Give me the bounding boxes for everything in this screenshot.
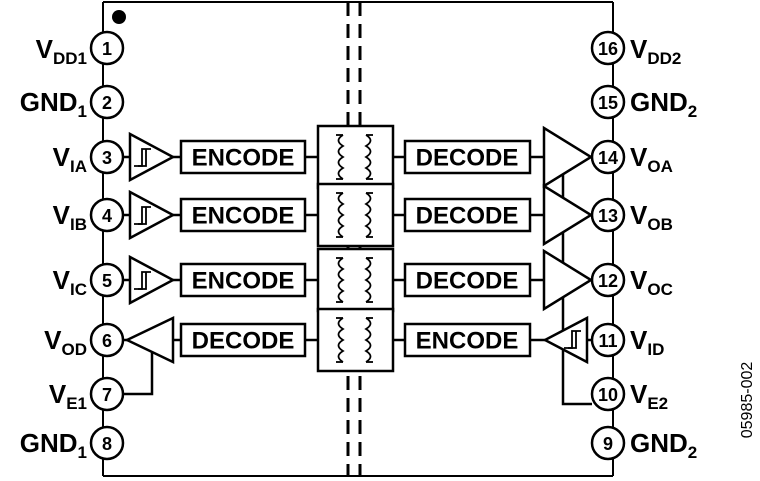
pin-label-vib: VIB <box>53 200 87 234</box>
pin-label-gnd2: GND2 <box>630 428 697 462</box>
transformer-coil <box>364 134 372 180</box>
pin-number: 15 <box>598 93 618 113</box>
pin-number: 5 <box>102 271 112 291</box>
schmitt-buffer-c <box>128 254 176 306</box>
pin-number: 11 <box>598 331 617 351</box>
codec-blocks <box>179 139 532 358</box>
pin-label-via: VIA <box>53 142 87 176</box>
right-block-label: ENCODE <box>416 328 519 355</box>
transformer-coil <box>364 317 372 363</box>
pin-label-gnd1: GND1 <box>20 87 87 121</box>
pin-10-circle <box>590 376 626 412</box>
pin-number: 6 <box>102 331 112 351</box>
schmitt-buffer-b <box>128 189 176 241</box>
pin-15-circle <box>590 84 626 120</box>
input-buffers-left <box>128 131 176 306</box>
left-block-a <box>179 139 307 175</box>
right-block-a <box>403 139 532 175</box>
pin-number: 7 <box>102 385 112 405</box>
left-block-c <box>179 262 307 298</box>
left-block-label: ENCODE <box>192 145 295 172</box>
transformer-box <box>316 247 395 313</box>
pin-number: 1 <box>102 39 112 59</box>
pin-16-circle <box>590 30 626 66</box>
output-buffer-a <box>542 125 594 189</box>
transformer-coil <box>337 134 345 180</box>
transformer-stack <box>316 124 395 373</box>
pin-label-ve1: VE1 <box>49 379 87 413</box>
pin-label-vod: VOD <box>44 325 87 359</box>
output-buffers-right <box>542 125 594 312</box>
pin-8-circle <box>89 425 125 461</box>
transformer-coil <box>364 257 372 303</box>
right-block-c <box>403 262 532 298</box>
pin-label-gnd1: GND1 <box>20 428 87 462</box>
pin-label-gnd2: GND2 <box>630 87 697 121</box>
left-block-b <box>179 197 307 233</box>
pin-label-voc: VOC <box>630 265 673 299</box>
right-block-d <box>403 322 532 358</box>
transformer-box <box>316 182 395 248</box>
pin-number: 13 <box>598 206 618 226</box>
pin-2-circle <box>89 84 125 120</box>
pin-label-vob: VOB <box>630 200 673 234</box>
pin-number: 3 <box>102 148 112 168</box>
pin-label-vdd1: VDD1 <box>36 34 87 68</box>
pin-label-voa: VOA <box>630 142 673 176</box>
pin-label-vdd2: VDD2 <box>630 34 681 68</box>
pin-number: 10 <box>598 385 618 405</box>
pin-label-ve2: VE2 <box>630 379 668 413</box>
schmitt-buffer-d <box>542 315 589 365</box>
right-block-label: DECODE <box>416 145 519 172</box>
transformer-box <box>316 307 395 373</box>
right-pin-circles <box>590 30 626 461</box>
output-buffer-d <box>124 316 175 364</box>
schmitt-buffer-a <box>128 131 176 183</box>
isolation-barrier <box>346 2 362 476</box>
pin-number: 14 <box>598 148 618 168</box>
pin-number: 2 <box>102 93 112 113</box>
transformer-coil <box>337 317 345 363</box>
pin-number: 9 <box>603 434 613 454</box>
pin1-indicator-dot <box>112 10 126 24</box>
schmitt-symbols <box>134 148 151 290</box>
output-buffer-c <box>542 248 594 312</box>
pin-number: 8 <box>102 434 112 454</box>
left-pin-circles <box>89 30 125 461</box>
left-block-d <box>179 322 307 358</box>
left-block-label: DECODE <box>192 328 295 355</box>
output-buffer-b <box>542 183 594 247</box>
right-block-label: DECODE <box>416 203 519 230</box>
transformer-box <box>316 124 395 190</box>
right-block-label: DECODE <box>416 268 519 295</box>
pin-number: 16 <box>598 39 618 59</box>
left-block-label: ENCODE <box>192 268 295 295</box>
pin-label-vic: VIC <box>53 265 87 299</box>
pin-1-circle <box>89 30 125 66</box>
schmitt-symbol-d <box>564 330 581 349</box>
pin-9-circle <box>590 425 626 461</box>
transformer-coil <box>364 192 372 238</box>
transformer-coil <box>337 257 345 303</box>
transformer-coil <box>337 192 345 238</box>
left-block-label: ENCODE <box>192 203 295 230</box>
pin-number: 4 <box>102 206 112 226</box>
pin-number: 12 <box>598 271 618 291</box>
figure-code: 05985-002 <box>739 362 756 439</box>
pin-label-vid: VID <box>630 325 664 359</box>
right-block-b <box>403 197 532 233</box>
